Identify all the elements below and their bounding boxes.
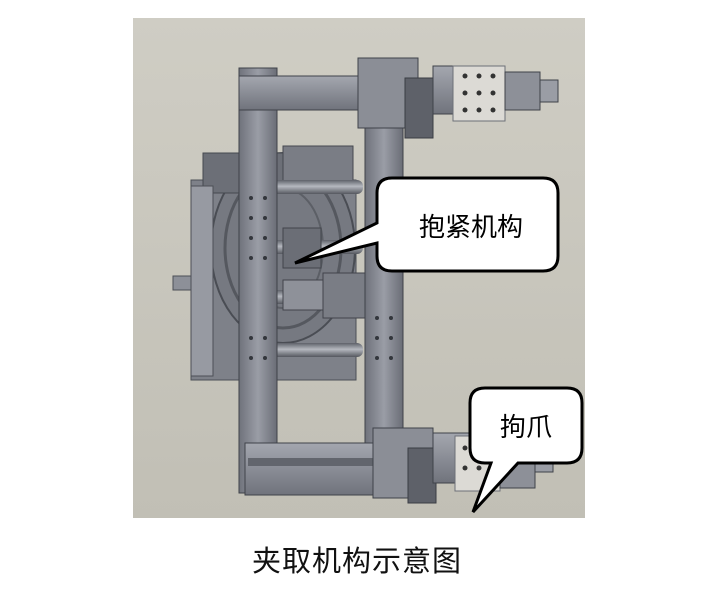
gripper-mechanism-figure: 抱紧机构 拘爪 bbox=[133, 18, 585, 518]
callout-clamping-mechanism: 抱紧机构 bbox=[294, 176, 560, 273]
callout-claw: 拘爪 bbox=[468, 386, 584, 514]
callout-claw-label: 拘爪 bbox=[500, 413, 552, 443]
left-column bbox=[238, 67, 278, 494]
top-arm bbox=[238, 57, 559, 139]
bottom-arm bbox=[244, 427, 554, 504]
figure-caption: 夹取机构示意图 bbox=[251, 544, 462, 578]
callout-clamping-label: 抱紧机构 bbox=[419, 213, 523, 243]
